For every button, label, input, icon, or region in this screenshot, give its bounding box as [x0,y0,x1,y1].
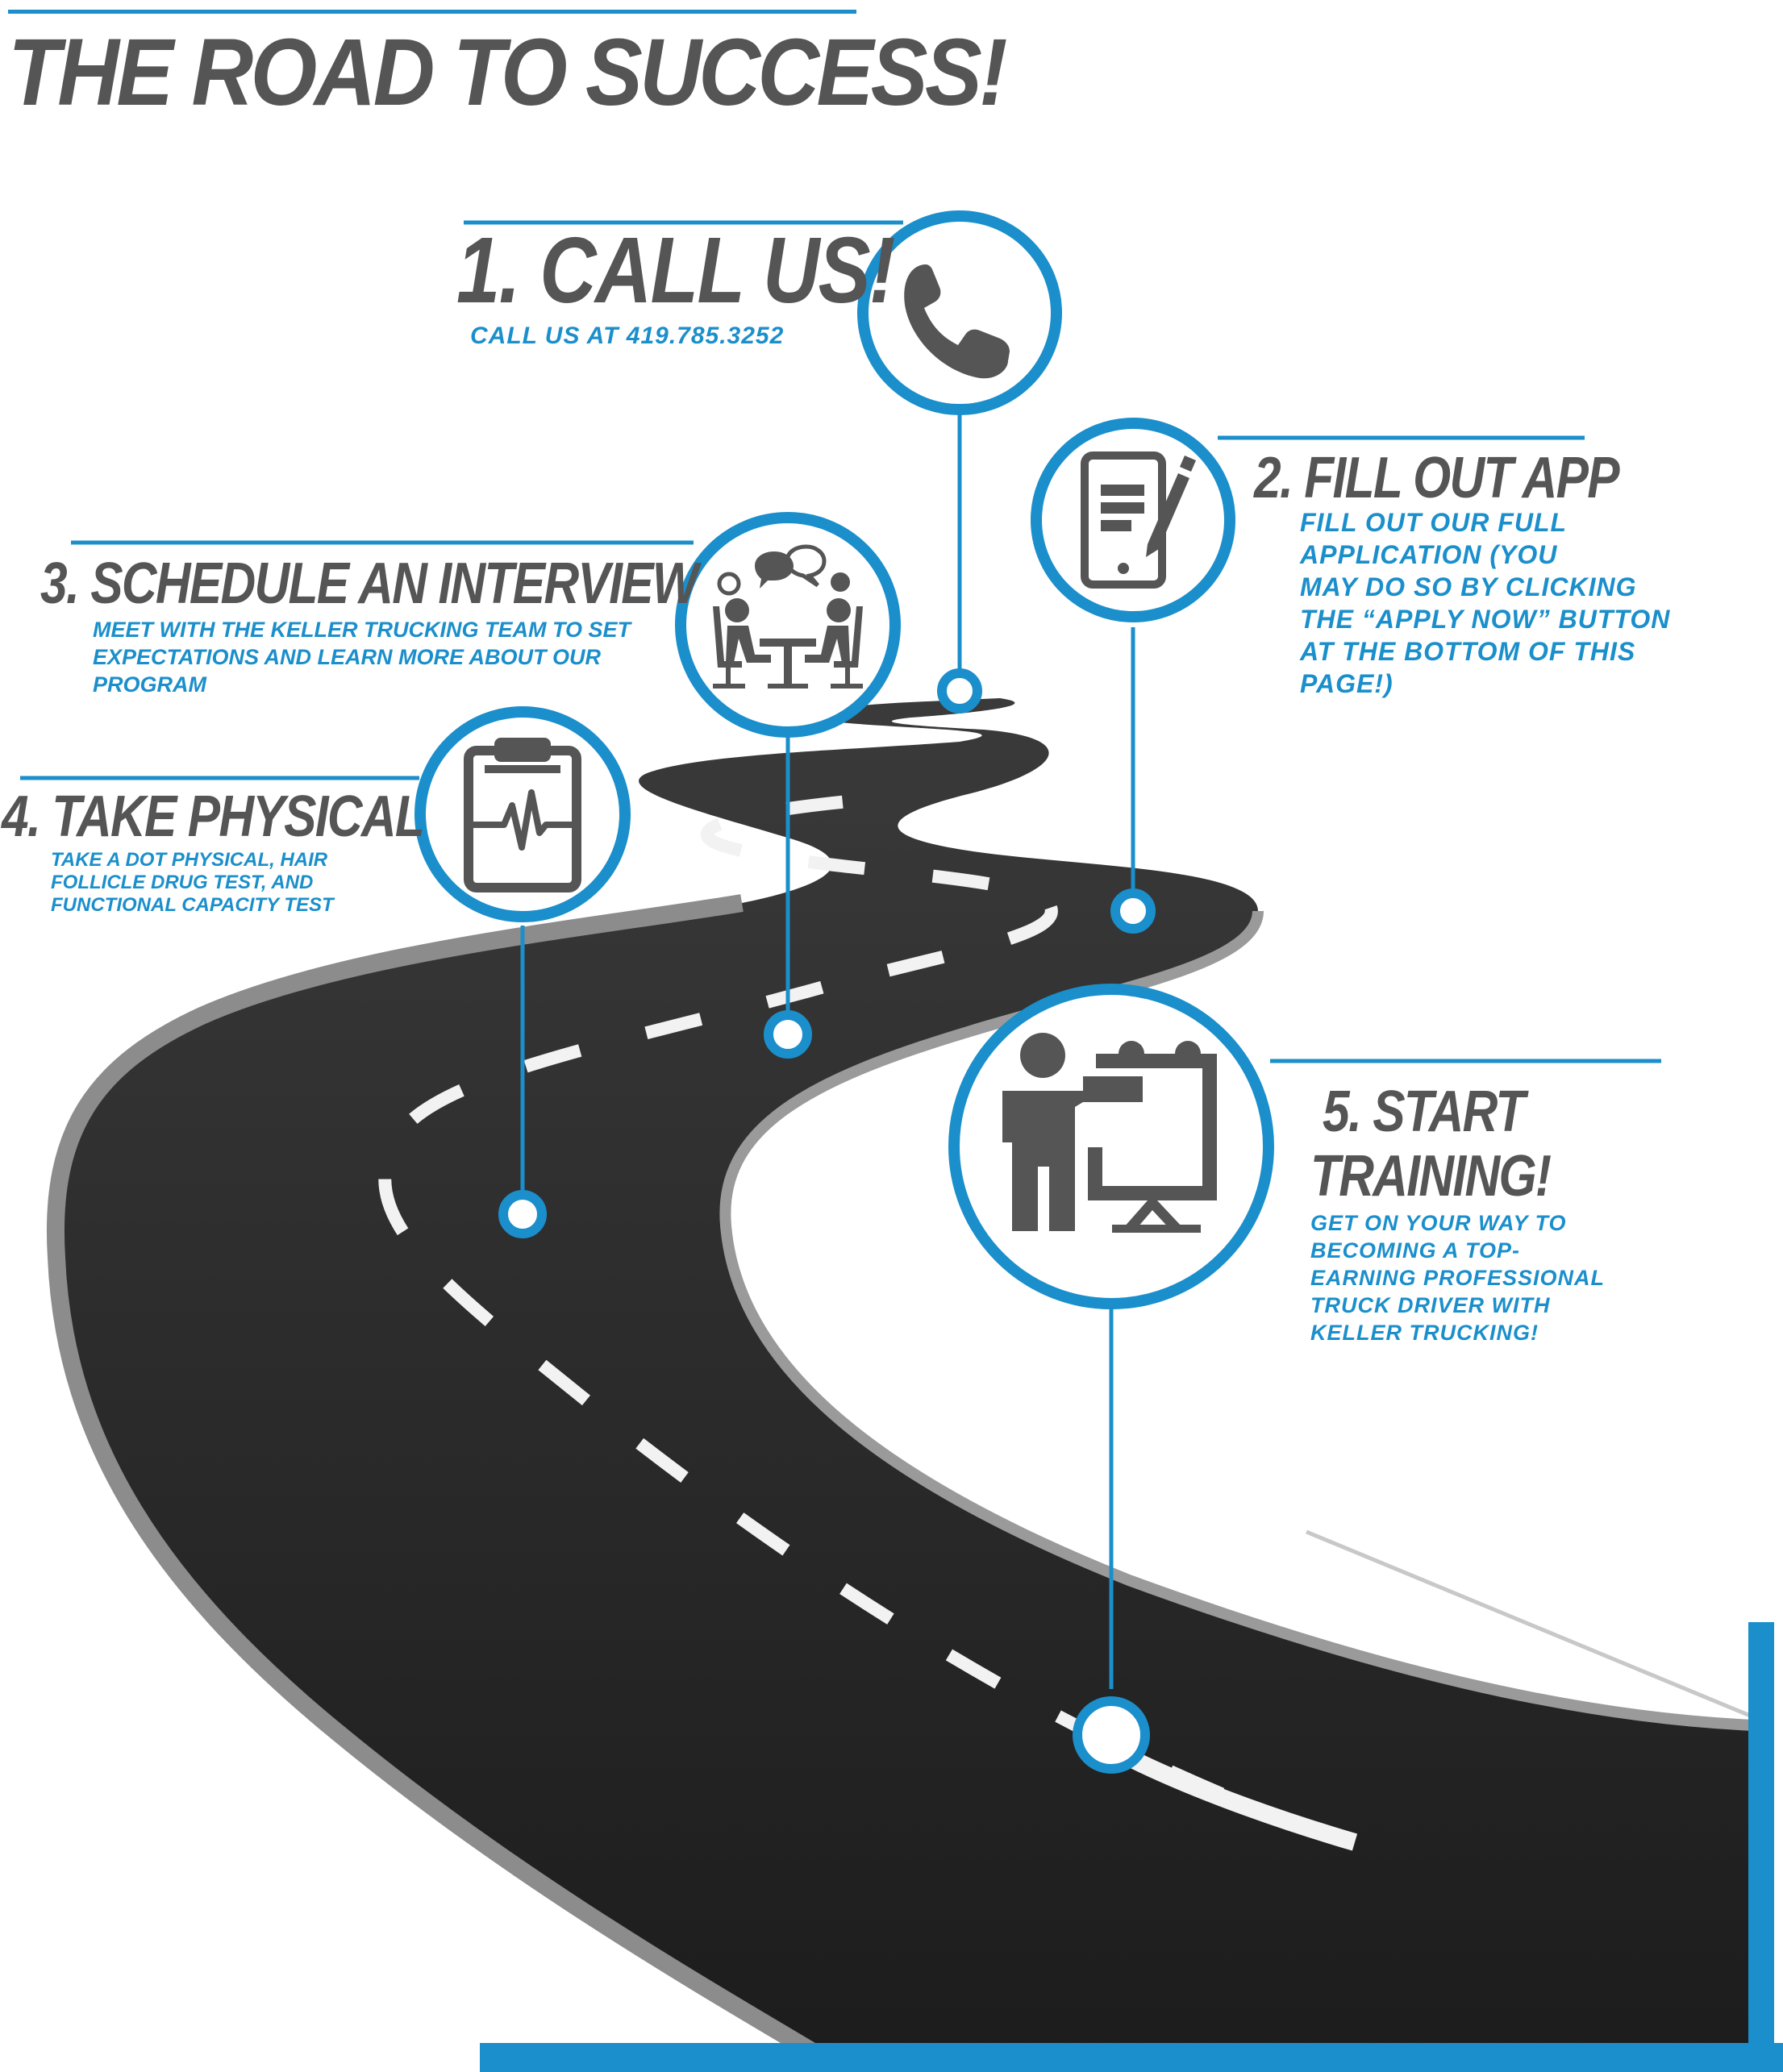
step-5-description-line: EARNING PROFESSIONAL [1310,1266,1606,1290]
step-5-heading-line-1: 5. START [1323,1080,1525,1144]
step-2-description-line: AT THE BOTTOM OF THIS [1300,637,1636,666]
tablet-pen-icon[interactable] [1036,423,1230,617]
step-3-heading: 3. SCHEDULE AN INTERVIEW [40,551,698,616]
meeting-icon[interactable] [681,518,895,732]
step-4-description-line: FUNCTIONAL CAPACITY TEST [51,894,334,916]
step-5-heading-line-2: TRAINING! [1310,1144,1552,1209]
step-5-description-line: KELLER TRUCKING! [1310,1321,1539,1345]
step-5-description-line: BECOMING A TOP- [1310,1238,1521,1263]
step-2-description-line: THE “APPLY NOW” BUTTON [1300,605,1671,634]
step-3-description: MEET WITH THE KELLER TRUCKING TEAM TO SE… [93,616,631,698]
step-2-description-line: PAGE!) [1300,669,1393,698]
step-5-description-line: GET ON YOUR WAY TO [1310,1211,1567,1235]
step-1-description: CALL US AT 419.785.3252 [470,322,784,350]
page-title: THE ROAD TO SUCCESS! [8,19,1008,126]
step-2-description-line: FILL OUT OUR FULL [1300,508,1568,537]
step-2-description-line: MAY DO SO BY CLICKING [1300,572,1637,601]
step-5-description: GET ON YOUR WAY TO BECOMING A TOP- EARNI… [1310,1209,1605,1346]
step-4-description-line: FOLLICLE DRUG TEST, AND [51,872,314,893]
step-2-description-line: APPLICATION (YOU [1300,540,1558,569]
step-4-description: TAKE A DOT PHYSICAL, HAIR FOLLICLE DRUG … [51,849,334,917]
step-5-description-line: TRUCK DRIVER WITH [1310,1293,1551,1317]
presentation-icon[interactable] [954,989,1269,1304]
step-3-description-line: PROGRAM [93,672,206,697]
step-2-description: FILL OUT OUR FULL APPLICATION (YOU MAY D… [1300,506,1670,700]
step-4-heading: 4. TAKE PHYSICAL [2,784,425,849]
step-2-heading: 2. FILL OUT APP [1254,446,1620,510]
step-1-heading: 1. CALL US! [456,218,895,322]
clipboard-heartbeat-icon[interactable] [420,712,625,917]
phone-icon[interactable] [863,216,1056,410]
step-3-description-line: MEET WITH THE KELLER TRUCKING TEAM TO SE… [93,618,631,642]
step-3-description-line: EXPECTATIONS AND LEARN MORE ABOUT OUR [93,645,602,669]
step-1-description-line: CALL US AT 419.785.3252 [470,322,785,349]
step-4-description-line: TAKE A DOT PHYSICAL, HAIR [51,849,328,871]
